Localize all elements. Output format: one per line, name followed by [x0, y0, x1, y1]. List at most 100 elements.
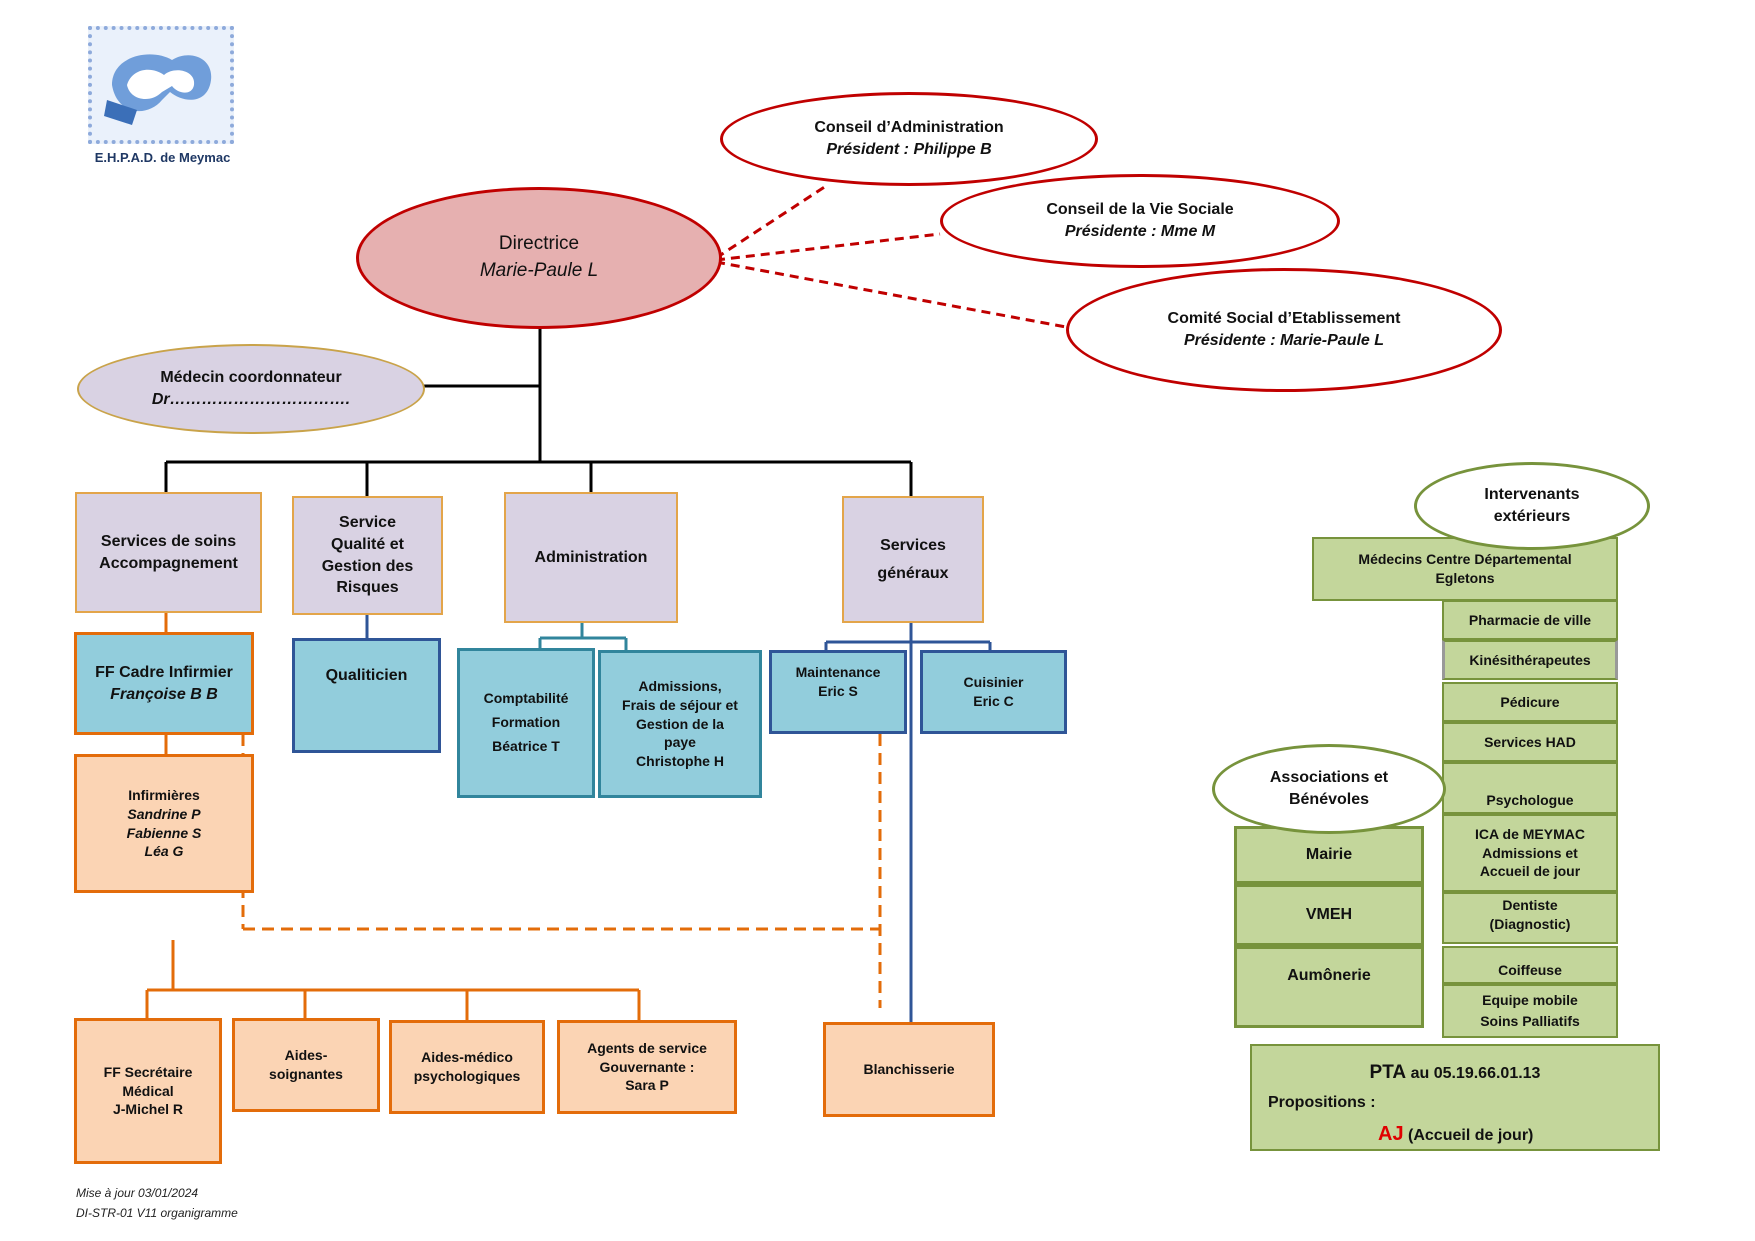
node-line: Admissions et	[1482, 844, 1578, 861]
pta-aj-line: AJ (Accueil de jour)	[1268, 1117, 1533, 1152]
node-line: Accompagnement	[99, 554, 238, 572]
node-line: paye	[664, 734, 696, 751]
pta-phone: au 05.19.66.01.13	[1406, 1065, 1541, 1082]
intervenant-coiffeuse: Coiffeuse	[1442, 946, 1618, 984]
node-line: (Diagnostic)	[1489, 915, 1571, 932]
medecin-title: Médecin coordonnateur	[160, 368, 342, 386]
node-line: Médecins Centre Départemental	[1358, 551, 1572, 568]
node-line: Aides-médico	[421, 1049, 513, 1066]
node-line: Pharmacie de ville	[1468, 611, 1592, 628]
node-line: Gouvernante :	[599, 1058, 695, 1075]
node-line: Pédicure	[1500, 693, 1560, 710]
node-line: Qualiticien	[325, 667, 408, 684]
node-line: Accueil de jour	[1479, 863, 1581, 880]
directrice-node: Directrice Marie-Paule L	[356, 187, 722, 329]
node-line: Agents de service	[587, 1039, 707, 1056]
node-line: Formation	[491, 714, 561, 731]
council-vie-sociale: Conseil de la Vie Sociale Présidente : M…	[940, 174, 1340, 268]
aides-medico-psychologiques-node: Aides-médico psychologiques	[389, 1020, 545, 1114]
associations-benevoles-header: Associations et Bénévoles	[1212, 744, 1446, 834]
association-mairie: Mairie	[1234, 826, 1424, 884]
node-line: Frais de séjour et	[622, 696, 738, 713]
node-line: Comptabilité	[483, 690, 569, 707]
council-social-etablissement: Comité Social d’Etablissement Présidente…	[1066, 268, 1502, 392]
node-line: Equipe mobile	[1482, 992, 1578, 1008]
node-line: Coiffeuse	[1498, 962, 1562, 979]
council-president: Président : Philippe B	[826, 141, 992, 158]
node-line: Soins Palliatifs	[1480, 1013, 1580, 1029]
service-qualite-node: Service Qualité et Gestion des Risques	[292, 496, 443, 615]
logo-icon	[104, 54, 212, 125]
node-line: Sandrine P	[127, 805, 201, 822]
intervenant-pedicure: Pédicure	[1442, 682, 1618, 722]
cadre-infirmier-node: FF Cadre Infirmier Françoise B B	[74, 632, 254, 735]
pta-line: PTA au 05.19.66.01.13	[1268, 1056, 1642, 1089]
node-line: Administration	[534, 548, 648, 566]
association-vmeh: VMEH	[1234, 884, 1424, 946]
aides-soignantes-node: Aides- soignantes	[232, 1018, 380, 1112]
node-line: Bénévoles	[1288, 791, 1370, 808]
node-line: Psychologue	[1486, 792, 1574, 809]
node-line: Infirmières	[128, 786, 200, 803]
node-line: Admissions,	[638, 677, 722, 694]
intervenant-services-had: Services HAD	[1442, 722, 1618, 762]
intervenant-kinesitherapeutes: Kinésithérapeutes	[1442, 640, 1618, 680]
node-line: Mairie	[1305, 846, 1353, 864]
node-line: généraux	[877, 564, 949, 582]
node-line: VMEH	[1305, 906, 1353, 924]
maintenance-node: Maintenance Eric S	[769, 650, 907, 734]
node-line: Gestion des	[321, 557, 414, 575]
node-line: Sara P	[625, 1077, 669, 1094]
association-aumonerie: Aumônerie	[1234, 946, 1424, 1028]
node-line: Services	[880, 537, 946, 555]
node-line: Fabienne S	[126, 824, 202, 841]
council-title: Conseil de la Vie Sociale	[1046, 200, 1234, 218]
directrice-name: Marie-Paule L	[479, 260, 599, 281]
pta-propositions: Propositions :	[1268, 1094, 1376, 1112]
node-line: J-Michel R	[112, 1101, 183, 1118]
logo-emblem	[88, 26, 234, 144]
node-line: Aides-	[284, 1047, 328, 1064]
node-line: Dentiste	[1502, 897, 1558, 913]
node-line: Services de soins	[100, 532, 237, 550]
intervenant-psychologue: Psychologue	[1442, 762, 1618, 814]
intervenant-pharmacie: Pharmacie de ville	[1442, 600, 1618, 640]
cuisinier-node: Cuisinier Eric C	[920, 650, 1067, 734]
medecin-coordonnateur-node: Médecin coordonnateur Dr…………………………….	[77, 344, 425, 434]
node-line: Médical	[122, 1082, 174, 1099]
directrice-title: Directrice	[498, 233, 580, 255]
secretaire-medical-node: FF Secrétaire Médical J-Michel R	[74, 1018, 222, 1164]
intervenants-exterieurs-header: Intervenants extérieurs	[1414, 462, 1650, 550]
node-line: Gestion de la	[636, 715, 724, 732]
qualiticien-node: Qualiticien	[292, 638, 441, 753]
node-line: Aumônerie	[1287, 967, 1371, 984]
agents-service-node: Agents de service Gouvernante : Sara P	[557, 1020, 737, 1114]
council-administration: Conseil d’Administration Président : Phi…	[720, 92, 1098, 186]
node-line: Maintenance	[795, 664, 881, 680]
services-soins-node: Services de soins Accompagnement	[75, 492, 262, 613]
node-line: Christophe H	[636, 753, 724, 770]
council-president: Présidente : Marie-Paule L	[1183, 332, 1385, 349]
node-line: FF Secrétaire	[103, 1063, 193, 1080]
infirmieres-node: Infirmières Sandrine P Fabienne S Léa G	[74, 754, 254, 893]
pta-aj: AJ	[1378, 1123, 1404, 1146]
node-line: Léa G	[144, 843, 184, 860]
comptabilite-node: Comptabilité Formation Béatrice T	[457, 648, 595, 798]
footer-ref: DI-STR-01 V11 organigramme	[76, 1206, 238, 1220]
node-line: Eric S	[818, 682, 858, 699]
council-president: Présidente : Mme M	[1064, 223, 1216, 240]
node-line: Eric C	[973, 693, 1014, 709]
intervenant-dentiste: Dentiste (Diagnostic)	[1442, 892, 1618, 944]
administration-node: Administration	[504, 492, 678, 623]
footer-date: Mise à jour 03/01/2024	[76, 1186, 199, 1200]
council-title: Conseil d’Administration	[814, 118, 1004, 136]
blanchisserie-node: Blanchisserie	[823, 1022, 995, 1117]
medecin-name: Dr…………………………….	[151, 391, 351, 408]
node-line: extérieurs	[1493, 508, 1571, 525]
node-line: Risques	[336, 579, 399, 597]
node-line: psychologiques	[413, 1068, 521, 1084]
node-line: Intervenants	[1484, 485, 1580, 503]
node-line: Services HAD	[1484, 733, 1576, 750]
node-line: Qualité et	[331, 535, 404, 553]
